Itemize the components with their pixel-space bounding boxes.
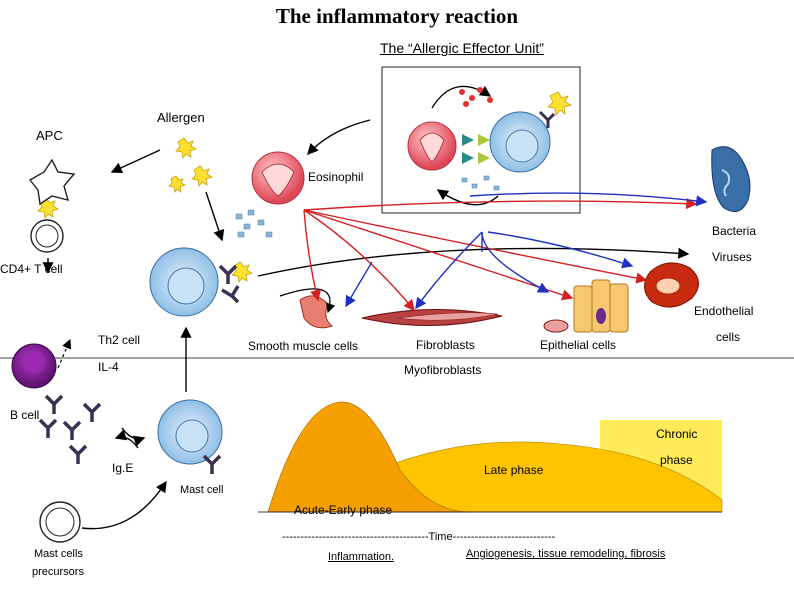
apc-label: APC bbox=[36, 128, 63, 143]
blue-arrow bbox=[345, 261, 373, 308]
viruses-label: Viruses bbox=[712, 250, 752, 264]
connector-icon bbox=[478, 134, 490, 164]
fibroblasts-label: Fibroblasts bbox=[416, 338, 475, 352]
il4-label: IL-4 bbox=[98, 360, 119, 374]
arrow bbox=[257, 247, 690, 277]
il4-arrow bbox=[57, 338, 72, 369]
arrow bbox=[205, 191, 225, 242]
cd4-t-cell-label: CD4+ T cell bbox=[0, 262, 63, 276]
smooth-muscle-cell-icon bbox=[299, 295, 334, 329]
bacteria-icon bbox=[711, 146, 751, 213]
granules-icon bbox=[235, 209, 273, 238]
antibody-icon bbox=[218, 264, 240, 304]
eosinophil-label: Eosinophil bbox=[308, 170, 364, 184]
allergen-icon bbox=[37, 137, 253, 283]
effector-unit-mast-cell-icon bbox=[489, 111, 551, 173]
th2-cell-icon bbox=[149, 247, 219, 317]
phase-label: phase bbox=[660, 453, 693, 467]
myofibroblast-icon bbox=[543, 319, 569, 333]
acute-early-phase-label: Acute-Early phase bbox=[294, 503, 393, 517]
late-phase-label: Late phase bbox=[484, 463, 544, 477]
red-arrow bbox=[303, 209, 648, 284]
red-arrow bbox=[303, 197, 698, 211]
smooth-muscle-cells-label: Smooth muscle cells bbox=[248, 339, 359, 353]
acute-phase-curve bbox=[267, 401, 471, 513]
blue-arrow bbox=[481, 231, 550, 293]
apc-cell-icon bbox=[28, 158, 76, 206]
effector-unit-eosinophil-icon bbox=[407, 121, 457, 171]
feedback-arrow bbox=[431, 85, 492, 109]
arrow bbox=[110, 149, 161, 174]
granules-icon bbox=[461, 175, 500, 191]
epithelial-cells-icon bbox=[573, 279, 629, 333]
blue-arrow bbox=[487, 231, 634, 269]
red-arrow bbox=[303, 209, 415, 312]
chronic-label: Chronic bbox=[656, 427, 698, 441]
mast-cells-precursors-label-2: precursors bbox=[32, 566, 84, 578]
arrow bbox=[307, 119, 371, 156]
inflammation-label: Inflammation. bbox=[328, 551, 395, 563]
b-cell-icon bbox=[11, 343, 57, 389]
red-arrow bbox=[303, 209, 574, 301]
arrow bbox=[81, 480, 167, 530]
blue-arrow bbox=[415, 231, 483, 310]
ige-antibodies-icon bbox=[38, 394, 102, 464]
ige-label: Ig.E bbox=[112, 461, 134, 475]
antibody-icon bbox=[202, 454, 222, 474]
epithelial-cells-label: Epithelial cells bbox=[540, 338, 617, 352]
granules-icon bbox=[459, 87, 493, 107]
feedback-arrow bbox=[436, 189, 499, 206]
mast-cell-label: Mast cell bbox=[180, 484, 224, 496]
blue-arrow bbox=[469, 192, 708, 207]
angiogenesis-label: Angiogenesis, tissue remodeling, fibrosi… bbox=[466, 548, 666, 560]
th2-cell-label: Th2 cell bbox=[98, 333, 141, 347]
page-title: The inflammatory reaction bbox=[275, 4, 519, 28]
bacteria-label: Bacteria bbox=[712, 224, 757, 238]
antibody-icon bbox=[538, 110, 556, 128]
time-axis-label: ----------------------------------------… bbox=[282, 531, 556, 543]
endothelial-cell-icon bbox=[644, 262, 699, 308]
cells-label: cells bbox=[716, 330, 741, 344]
mast-cells-precursors-label: Mast cells bbox=[34, 548, 83, 560]
b-cell-label: B cell bbox=[10, 408, 40, 422]
allergen-label: Allergen bbox=[157, 110, 205, 125]
allergen-icon bbox=[547, 91, 573, 116]
phase-chart bbox=[258, 401, 723, 513]
eosinophil-icon bbox=[251, 151, 305, 205]
arrow bbox=[279, 288, 336, 314]
mast-cell-icon bbox=[157, 399, 223, 465]
connector-icon bbox=[462, 134, 474, 164]
arrow bbox=[114, 429, 139, 449]
myofibroblasts-label: Myofibroblasts bbox=[404, 363, 482, 377]
red-arrow bbox=[303, 209, 322, 302]
allergic-effector-unit-title: The “Allergic Effector Unit” bbox=[380, 40, 544, 56]
endothelial-label: Endothelial bbox=[694, 304, 754, 318]
